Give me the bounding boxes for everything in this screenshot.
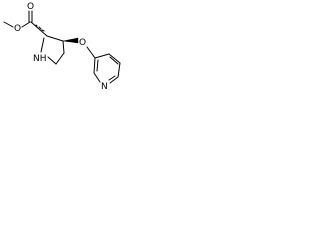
bond-methyl-o (3, 21, 14, 28)
atom-label-carbonyl-oxygen: O (27, 2, 34, 12)
bond-py-2 (108, 53, 121, 64)
bond-c2-c3 (46, 35, 64, 42)
atom-label-methyl-oxygen: O (14, 24, 21, 34)
atom-label-ether-oxygen: O (79, 38, 86, 48)
bond-py-6 (93, 57, 96, 74)
bond-o-carbonyl-carbon (21, 21, 31, 28)
bond-py-6-inner (96, 59, 99, 72)
solid-wedge-c4-o (62, 37, 79, 44)
bond-py-2-inner (109, 56, 119, 65)
atom-label-ring-nitrogen: NH (33, 54, 47, 64)
atom-label-pyridine-nitrogen: N (101, 82, 108, 92)
bond-py-5 (93, 72, 101, 83)
bond-o-pyridine (86, 46, 96, 59)
bond-c5-n (47, 56, 57, 65)
bond-py-3 (117, 62, 121, 78)
bond-py-4-inner (108, 75, 116, 81)
chemical-structure: O O NH O N (3, 2, 121, 92)
bond-py-4 (109, 76, 119, 84)
hashed-wedge-c2-ester (30, 21, 48, 37)
bond-c3-c4 (62, 40, 65, 54)
bond-n-c2 (40, 37, 45, 53)
bond-c4-c5 (55, 52, 65, 65)
bond-py-1 (94, 53, 110, 59)
